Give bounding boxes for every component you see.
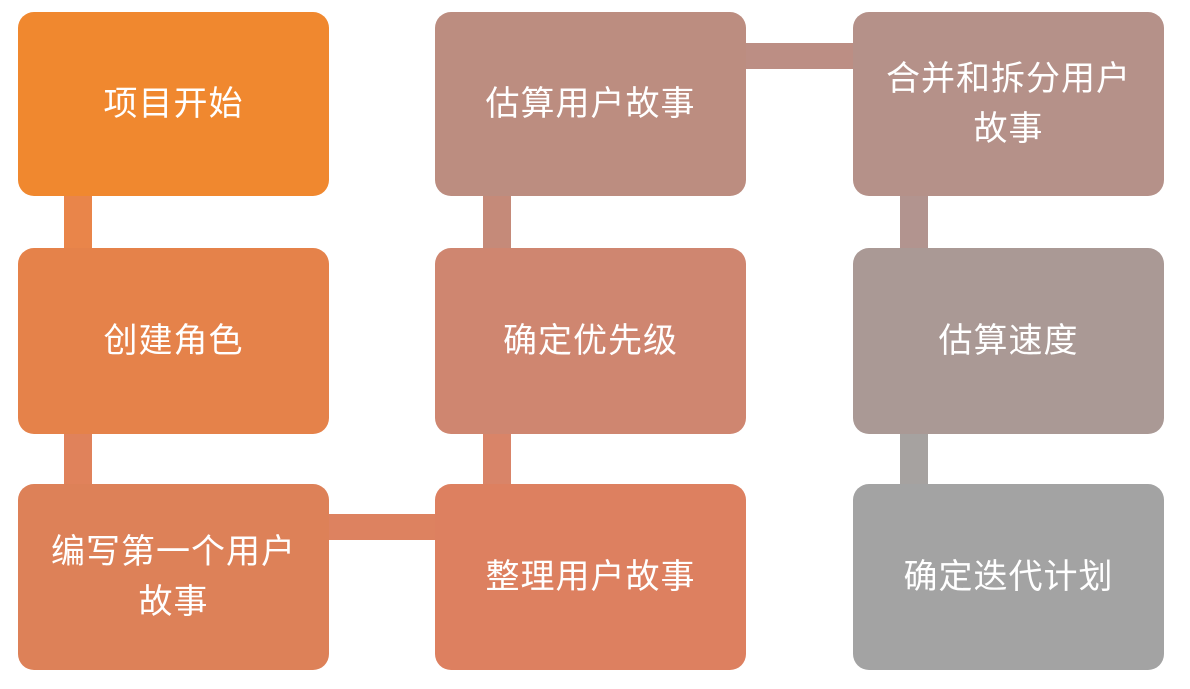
connector-roles-to-first-story [64,434,92,484]
connector-start-to-roles [64,196,92,248]
step-create-roles: 创建角色 [18,248,329,434]
step-iteration-plan: 确定迭代计划 [853,484,1164,670]
step-estimate-velocity-label: 估算速度 [938,321,1079,361]
connector-velocity-to-iteration-plan [900,434,928,484]
step-create-roles-label: 创建角色 [103,321,244,361]
step-organize-stories-label: 整理用户故事 [485,557,696,597]
step-merge-split-stories: 合并和拆分用户故事 [853,12,1164,196]
step-set-priority: 确定优先级 [435,248,746,434]
step-write-first-story-label: 编写第一个用户故事 [51,532,296,622]
step-merge-split-stories-label: 合并和拆分用户故事 [886,59,1131,149]
step-set-priority-label: 确定优先级 [503,321,678,361]
connector-merge-split-to-velocity [900,196,928,248]
step-organize-stories: 整理用户故事 [435,484,746,670]
step-estimate-velocity: 估算速度 [853,248,1164,434]
connector-first-story-to-organize [329,514,435,540]
step-estimate-stories-label: 估算用户故事 [485,84,696,124]
connector-organize-to-priority [483,434,511,484]
step-iteration-plan-label: 确定迭代计划 [903,557,1114,597]
step-project-start: 项目开始 [18,12,329,196]
step-project-start-label: 项目开始 [103,84,244,124]
step-estimate-stories: 估算用户故事 [435,12,746,196]
connector-priority-to-estimate-stories [483,196,511,248]
step-write-first-story: 编写第一个用户故事 [18,484,329,670]
connector-estimate-to-merge-split [746,43,853,69]
